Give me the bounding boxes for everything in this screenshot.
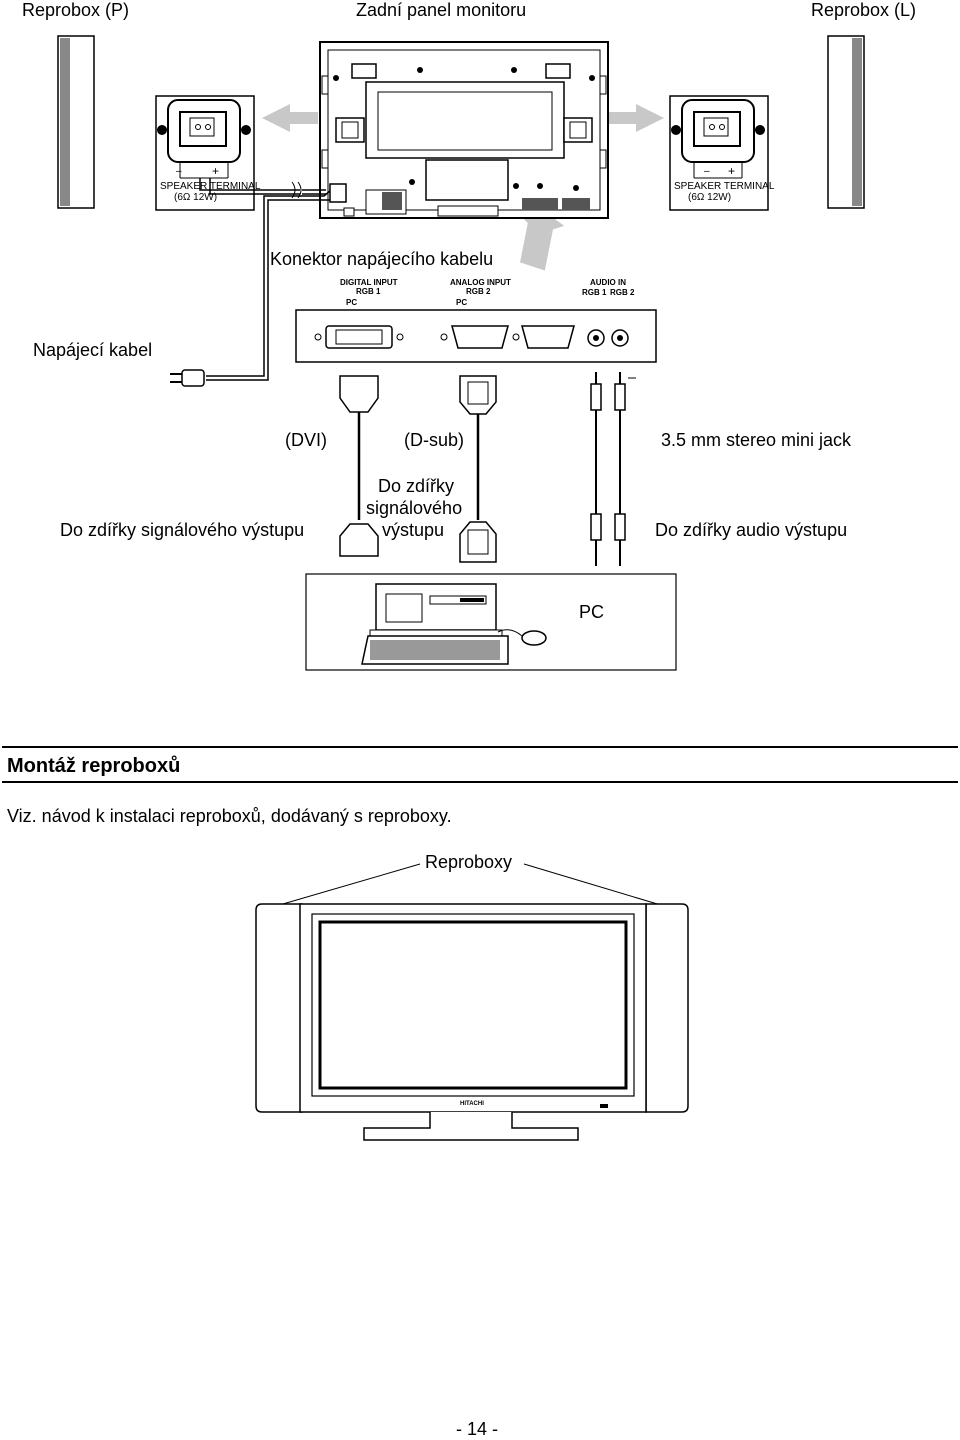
audio-out-label: Do zdířky audio výstupu — [655, 520, 848, 540]
speaker-terminal-spec-right: (6Ω 12W) — [174, 192, 218, 203]
speaker-terminal-spec-left: (6Ω 12W) — [688, 192, 732, 203]
dsub-label: (D-sub) — [404, 430, 465, 450]
brand-logo-text: HITACHI — [460, 1101, 484, 1107]
section-rule-bottom — [2, 781, 958, 783]
audio-rgb1-label: RGB 1 — [582, 288, 607, 297]
digital-rgb1-label: RGB 1 — [356, 287, 381, 296]
connection-diagram — [57, 35, 865, 671]
audio-in-label: AUDIO IN — [590, 278, 626, 287]
section-title: Montáž reproboxů — [7, 755, 181, 777]
power-cable-label: Napájecí kabel — [33, 340, 153, 360]
analog-input-label: ANALOG INPUT — [450, 278, 511, 287]
left-speaker-panel — [255, 903, 303, 1113]
dvi-connector-port — [314, 325, 404, 349]
arrow-to-right-speaker — [262, 104, 318, 132]
audio-mini-jack-cable — [590, 372, 636, 566]
signal-out-center-line2: signálového — [366, 498, 463, 518]
section-rule-top — [2, 746, 958, 748]
terminal-minus-right: – — [176, 166, 182, 177]
monitor-back-label: Zadní panel monitoru — [356, 0, 527, 20]
jack-label: 3.5 mm stereo mini jack — [661, 430, 852, 450]
arrow-to-panel — [519, 210, 565, 271]
power-plug-illustration — [170, 369, 205, 387]
signal-out-center-line1: Do zdířky — [378, 476, 455, 496]
terminal-minus-left: – — [704, 166, 710, 177]
arrow-to-left-speaker — [608, 104, 664, 132]
speaker-right-label: Reprobox (P) — [22, 0, 130, 20]
section-text: Viz. návod k instalaci reproboxů, dodáva… — [7, 806, 452, 826]
speaker-terminal-right — [155, 95, 255, 211]
dsub-extra-port — [521, 325, 575, 349]
speaker-terminal-left — [669, 95, 769, 211]
speaker-terminal-text-left: SPEAKER TERMINAL — [674, 181, 775, 192]
signal-out-center-line3: výstupu — [382, 520, 445, 540]
terminal-plus-left: + — [728, 164, 736, 178]
page-number: - 14 - — [456, 1419, 499, 1439]
speakers-label: Reproboxy — [425, 852, 513, 872]
analog-rgb2-label: RGB 2 — [466, 287, 491, 296]
speaker-terminal-text-right: SPEAKER TERMINAL — [160, 181, 261, 192]
right-speaker-panel — [645, 903, 689, 1113]
signal-out-left-label: Do zdířky signálového výstupu — [60, 520, 305, 540]
dsub-rgb2-port — [440, 325, 520, 349]
terminal-plus-right: + — [212, 164, 220, 178]
pc-label: PC — [579, 602, 605, 622]
dvi-cable — [339, 375, 379, 557]
audio-rgb2-label: RGB 2 — [610, 288, 635, 297]
pc-illustration — [361, 583, 547, 665]
digital-pc-label: PC — [346, 298, 358, 307]
power-connector-label: Konektor napájecího kabelu — [270, 249, 494, 269]
dsub-cable — [459, 375, 497, 563]
analog-pc-label: PC — [456, 298, 468, 307]
digital-input-label: DIGITAL INPUT — [340, 278, 398, 287]
power-cable-line — [206, 185, 337, 377]
monitor-back-illustration — [319, 41, 609, 219]
dvi-label: (DVI) — [285, 430, 327, 450]
speaker-left-label: Reprobox (L) — [811, 0, 917, 20]
